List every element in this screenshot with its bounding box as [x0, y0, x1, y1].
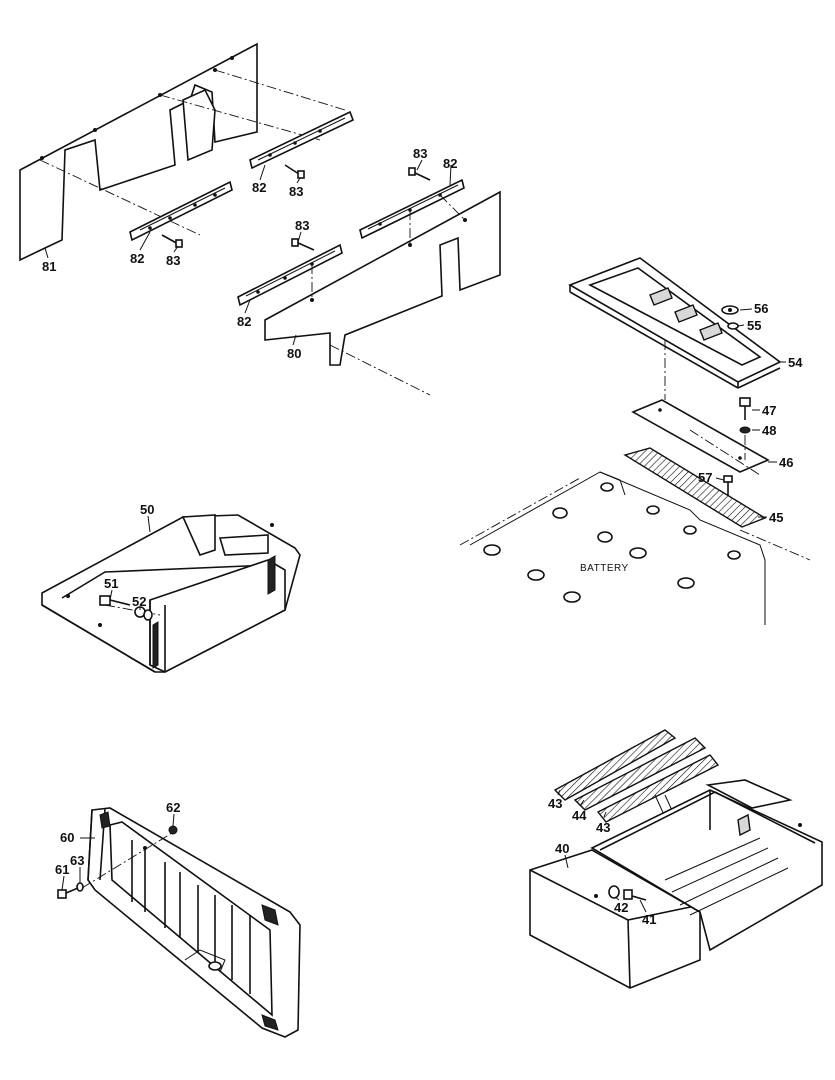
callout-46: 46: [779, 455, 793, 470]
leader-lines: [44, 159, 786, 913]
bolt-51: [99, 595, 131, 606]
battery-unit: BATTERY: [459, 429, 766, 625]
callout-55: 55: [747, 318, 761, 333]
washer-63: [76, 882, 84, 892]
callout-42: 42: [614, 900, 628, 915]
washer-42: [608, 885, 620, 899]
callout-81: 81: [42, 259, 56, 274]
mounting-strip-82a: [129, 180, 233, 242]
callout-80: 80: [287, 346, 301, 361]
bolt-83b: [284, 164, 305, 179]
bolt-47: [739, 397, 751, 420]
washer-48: [739, 426, 751, 434]
mounting-strip-82c: [237, 243, 343, 307]
mat-45: [623, 447, 767, 528]
callout-83c: 83: [295, 218, 309, 233]
shield-panel-81: [19, 42, 346, 262]
step-box-40: [529, 779, 823, 989]
callout-41: 41: [642, 912, 656, 927]
shield-panel-80: [264, 190, 501, 396]
callout-48: 48: [762, 423, 776, 438]
callout-82d: 82: [443, 156, 457, 171]
callout-61: 61: [55, 862, 69, 877]
callout-60: 60: [60, 830, 74, 845]
bolt-83c: [291, 238, 315, 251]
battery-label: BATTERY: [580, 563, 629, 574]
bolt-41: [623, 889, 647, 901]
callout-63: 63: [70, 853, 84, 868]
mat-44: [573, 737, 707, 811]
callout-82c: 82: [237, 314, 251, 329]
bolt-83a: [161, 234, 183, 248]
callout-52: 52: [132, 594, 146, 609]
washer-55: [727, 322, 739, 330]
callout-83d: 83: [413, 146, 427, 161]
mounting-strip-82b: [249, 110, 355, 170]
wing-nut-56: [721, 305, 739, 315]
callout-82b: 82: [252, 180, 266, 195]
bolt-61: [57, 887, 79, 899]
nut-62: [168, 825, 178, 835]
bracket-50: [41, 514, 301, 673]
callout-40: 40: [555, 841, 569, 856]
callout-56: 56: [754, 301, 768, 316]
callout-44: 44: [572, 808, 587, 823]
callout-54: 54: [788, 355, 803, 370]
grille-60: [87, 807, 301, 1038]
callout-83a: 83: [166, 253, 180, 268]
callout-47: 47: [762, 403, 776, 418]
callout-43b: 43: [596, 820, 610, 835]
callout-82a: 82: [130, 251, 144, 266]
mat-43b: [596, 754, 720, 823]
callout-83b: 83: [289, 184, 303, 199]
callout-57: 57: [698, 470, 712, 485]
plate-46: [631, 399, 770, 473]
callout-51: 51: [104, 576, 118, 591]
bolt-57: [723, 475, 733, 496]
callout-45: 45: [769, 510, 783, 525]
callout-43a: 43: [548, 796, 562, 811]
callout-62: 62: [166, 800, 180, 815]
bolt-83d: [408, 167, 431, 181]
mat-43a: [553, 729, 677, 801]
callout-labels: 81 82 83 82 83 83 82 80 83 82 56 55 54 4…: [42, 146, 803, 927]
washer-52: [134, 606, 153, 621]
callout-50: 50: [140, 502, 154, 517]
